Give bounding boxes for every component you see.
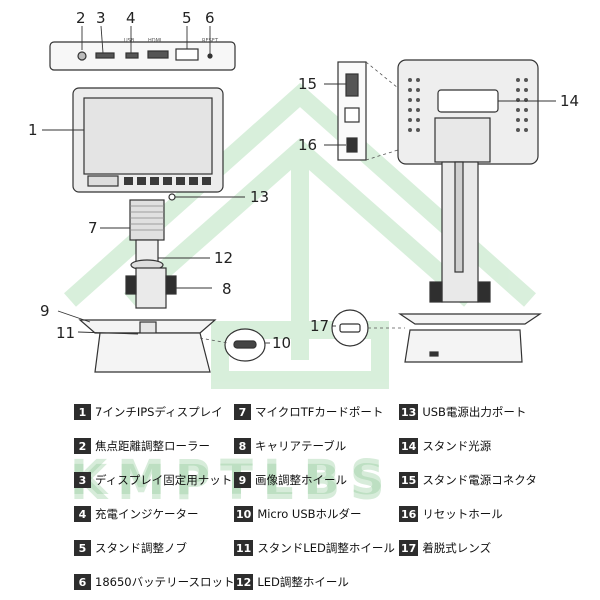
legend-label: 18650バッテリースロット xyxy=(95,575,235,589)
legend-num: 6 xyxy=(74,574,91,590)
legend-item-1: 1 7インチIPSディスプレイ xyxy=(74,402,223,422)
legend-label: ディスプレイ固定用ナット xyxy=(95,473,233,487)
legend-label: 着脱式レンズ xyxy=(422,541,492,555)
legend-label: スタンド調整ノブ xyxy=(95,541,187,555)
legend-label: 充電インジケーター xyxy=(95,507,199,521)
watermark-text: KMPTLBS xyxy=(70,450,395,506)
legend-num: 8 xyxy=(234,438,251,454)
legend-item-4: 4 充電インジケーター xyxy=(74,504,199,524)
legend-num: 5 xyxy=(74,540,91,556)
port-label-usb: USB xyxy=(124,38,135,44)
callout-14: 14 xyxy=(560,92,580,110)
callout-5: 5 xyxy=(182,9,192,27)
callout-6: 6 xyxy=(205,9,215,27)
legend-item-5: 5 スタンド調整ノブ xyxy=(74,538,187,558)
legend-num: 12 xyxy=(234,574,254,590)
callout-2: 2 xyxy=(76,9,86,27)
legend-label: 焦点距離調整ローラー xyxy=(95,439,210,453)
legend-item-7: 7 マイクロTFカードポート xyxy=(234,402,383,422)
device-drawing xyxy=(42,25,556,373)
callout-1: 1 xyxy=(28,121,38,139)
callout-12: 12 xyxy=(214,249,234,267)
legend-num: 1 xyxy=(74,404,91,420)
callout-16: 16 xyxy=(298,136,318,154)
watermark-text-overlay: KMPTLBS xyxy=(70,455,395,511)
callout-4: 4 xyxy=(126,9,136,27)
legend-label: 7インチIPSディスプレイ xyxy=(95,405,223,419)
rear-monitor xyxy=(397,59,539,165)
top-edge-view xyxy=(49,41,236,71)
legend-label: キャリアテーブル xyxy=(255,439,347,453)
callout-15: 15 xyxy=(298,75,318,93)
legend-num: 3 xyxy=(74,472,91,488)
legend-item-3: 3 ディスプレイ固定用ナット xyxy=(74,470,232,490)
port-label-reset: RESET xyxy=(202,38,219,44)
callout-9: 9 xyxy=(40,302,50,320)
usb-port-detail xyxy=(331,309,369,347)
legend-label: Micro USBホルダー xyxy=(257,507,362,521)
callout-13: 13 xyxy=(250,188,270,206)
callout-10: 10 xyxy=(272,334,292,352)
rear-stand xyxy=(398,161,542,363)
legend-label: LED調整ホイール xyxy=(257,575,349,589)
legend-label: マイクロTFカードポート xyxy=(255,405,384,419)
legend-num: 13 xyxy=(399,404,419,420)
legend-label: スタンド電源コネクタ xyxy=(422,473,537,487)
legend-num: 15 xyxy=(399,472,419,488)
legend-num: 14 xyxy=(399,438,419,454)
legend-num: 16 xyxy=(399,506,419,522)
port-label-hdmi: HDMI xyxy=(148,38,162,44)
callout-8: 8 xyxy=(222,280,232,298)
legend-item-9: 9 画像調整ホイール xyxy=(234,470,347,490)
legend-label: リセットホール xyxy=(422,507,503,521)
legend-num: 9 xyxy=(234,472,251,488)
front-stand xyxy=(78,199,217,373)
callout-7: 7 xyxy=(88,219,98,237)
legend-label: USB電源出力ポート xyxy=(422,405,527,419)
legend-num: 4 xyxy=(74,506,91,522)
legend-label: スタンド光源 xyxy=(422,439,492,453)
charge-indicator-detail xyxy=(224,328,266,362)
callout-11: 11 xyxy=(56,324,76,342)
legend-num: 7 xyxy=(234,404,251,420)
callout-17: 17 xyxy=(310,317,330,335)
device-diagram: 1 2 3 4 5 6 7 8 9 10 11 12 13 14 15 16 1… xyxy=(28,9,580,506)
legend-item-2: 2 焦点距離調整ローラー xyxy=(74,436,210,456)
parts-legend: 1 7インチIPSディスプレイ 2 焦点距離調整ローラー 3 ディスプレイ固定用ナット… xyxy=(0,398,600,598)
legend-num: 10 xyxy=(234,506,254,522)
legend-num: 11 xyxy=(234,540,254,556)
rear-detail-inset xyxy=(337,61,367,161)
legend-num: 17 xyxy=(399,540,419,556)
legend-item-6: 6 18650バッテリースロット xyxy=(74,572,235,592)
legend-label: 画像調整ホイール xyxy=(255,473,347,487)
legend-num: 2 xyxy=(74,438,91,454)
front-monitor xyxy=(72,87,224,201)
legend-label: スタンドLED調整ホイール xyxy=(257,541,395,555)
legend-item-8: 8 キャリアテーブル xyxy=(234,436,346,456)
callout-3: 3 xyxy=(96,9,106,27)
